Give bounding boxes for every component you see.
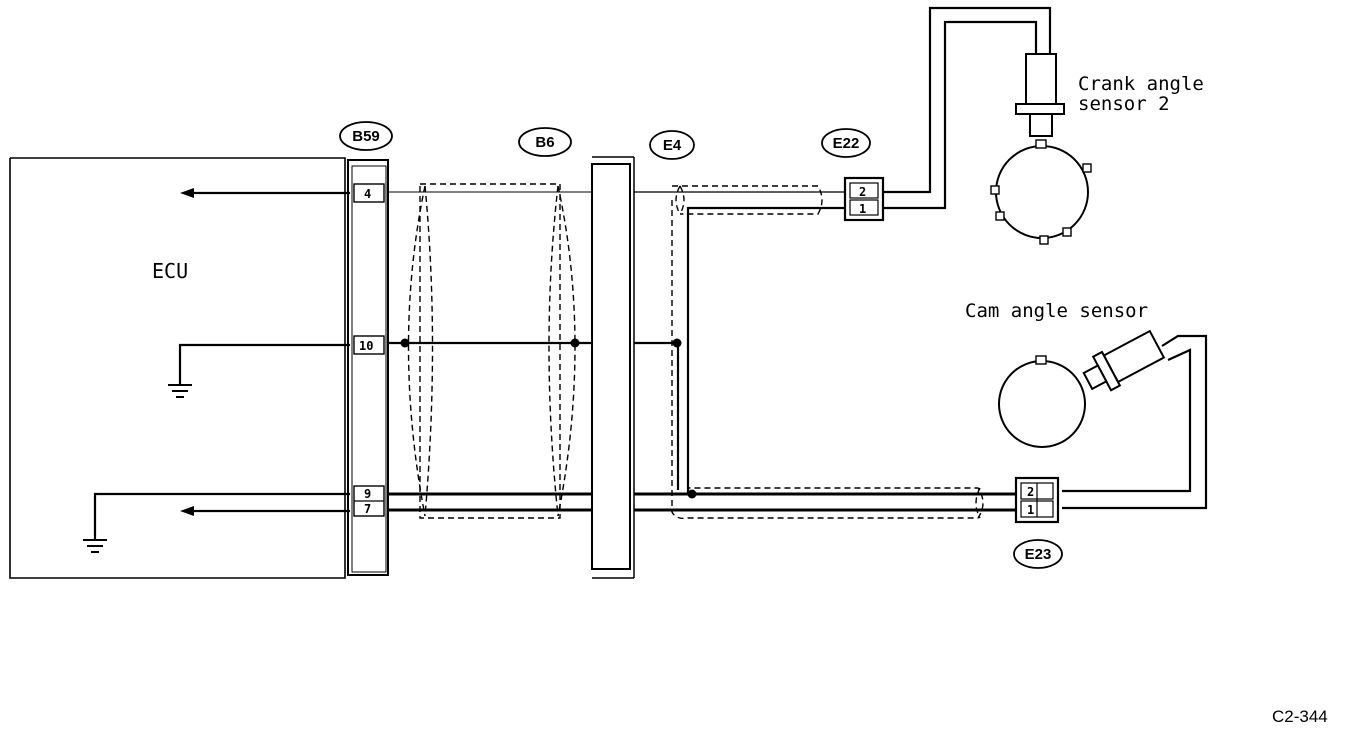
pin-e23-2: 2 [1027, 485, 1034, 499]
ecu-ground-wire-9 [83, 492, 350, 553]
ecu-box: ECU [9, 157, 346, 579]
shield-outline-left [407, 183, 576, 519]
connector-e22-label: E22 [833, 135, 860, 152]
connector-b59-label: B59 [352, 128, 380, 145]
pin-b59-9: 9 [364, 487, 371, 501]
harness-e4-e22 [634, 185, 850, 494]
connector-e4-tag: E4 [649, 130, 695, 160]
ecu-label: ECU [152, 259, 188, 283]
pin-e22-1: 1 [859, 202, 866, 216]
pin-b59-10: 10 [359, 339, 373, 353]
ecu-ground-wire-10 [168, 343, 350, 398]
cam-angle-sensor: Cam angle sensor [965, 300, 1208, 510]
pin-b59-7: 7 [364, 502, 371, 516]
connector-e22: 2 1 [843, 176, 885, 222]
crank-sensor-label-line1: Crank angle [1078, 73, 1204, 95]
connector-b59: 4 10 9 7 [347, 159, 389, 576]
connector-b6-tag: B6 [518, 127, 572, 157]
crank-reluctor-wheel [990, 139, 1092, 245]
ecu-signal-wire-7 [180, 506, 350, 516]
pin-e23-1: 1 [1027, 503, 1034, 517]
ecu-signal-wire-4 [180, 188, 350, 198]
connector-e22-tag: E22 [821, 128, 871, 158]
crank-sensor-cable [883, 6, 1052, 210]
crank-angle-sensor: Crank angle sensor 2 [1015, 53, 1204, 137]
harness-b59-e4 [388, 191, 592, 512]
cam-sensor-label: Cam angle sensor [965, 300, 1148, 322]
crank-sensor-label-line2: sensor 2 [1078, 93, 1170, 115]
connector-e4-label: E4 [663, 137, 682, 154]
figure-code: C2-344 [1272, 707, 1328, 726]
connector-e23-tag: E23 [1013, 539, 1063, 569]
pin-b59-4: 4 [364, 187, 371, 201]
connector-e23-label: E23 [1025, 546, 1052, 563]
connector-b6-label: B6 [535, 134, 554, 151]
connector-e23: 2 1 [1014, 476, 1060, 524]
connector-b59-tag: B59 [339, 121, 393, 151]
harness-e4-e23 [634, 200, 1020, 520]
pin-e22-2: 2 [859, 185, 866, 199]
connector-e4 [591, 156, 635, 579]
